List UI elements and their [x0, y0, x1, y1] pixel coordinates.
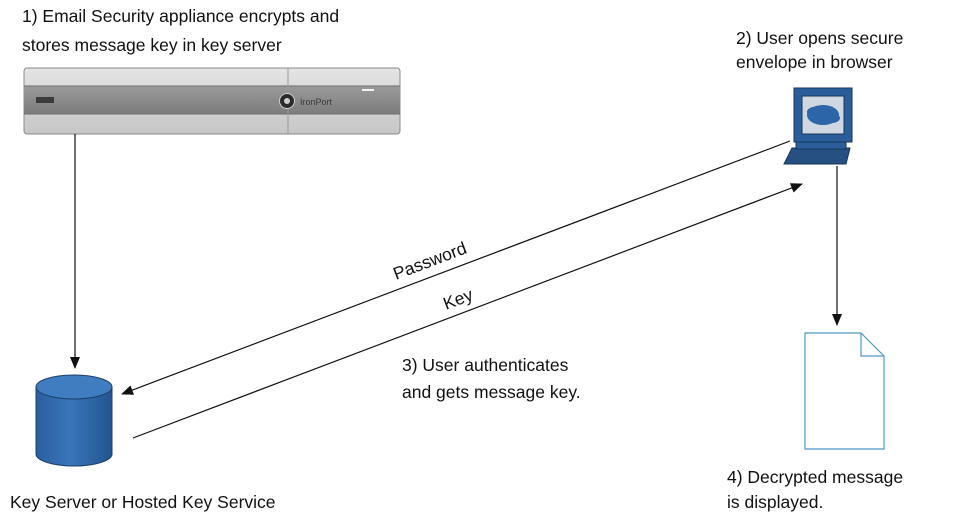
- step4-caption-line2: is displayed.: [727, 492, 823, 512]
- server-appliance-icon: [23, 67, 401, 135]
- step1-caption-line1: 1) Email Security appliance encrypts and: [22, 6, 339, 26]
- key-server-caption: Key Server or Hosted Key Service: [10, 492, 276, 512]
- database-cylinder-icon: [35, 374, 113, 467]
- key-arrow: [132, 183, 803, 439]
- step2-caption-line2: envelope in browser: [736, 52, 893, 72]
- password-arrow: [121, 140, 791, 395]
- step3-caption-line1: 3) User authenticates: [402, 355, 569, 375]
- computer-monitor-icon: [783, 87, 853, 165]
- step2-caption-line1: 2) User opens secure: [736, 28, 903, 48]
- appliance-brand-text: IronPort: [300, 97, 333, 107]
- document-icon: [804, 332, 885, 450]
- step1-caption-line2: stores message key in key server: [22, 35, 282, 55]
- step4-caption-line1: 4) Decrypted message: [727, 467, 903, 487]
- step3-caption-line2: and gets message key.: [402, 382, 581, 402]
